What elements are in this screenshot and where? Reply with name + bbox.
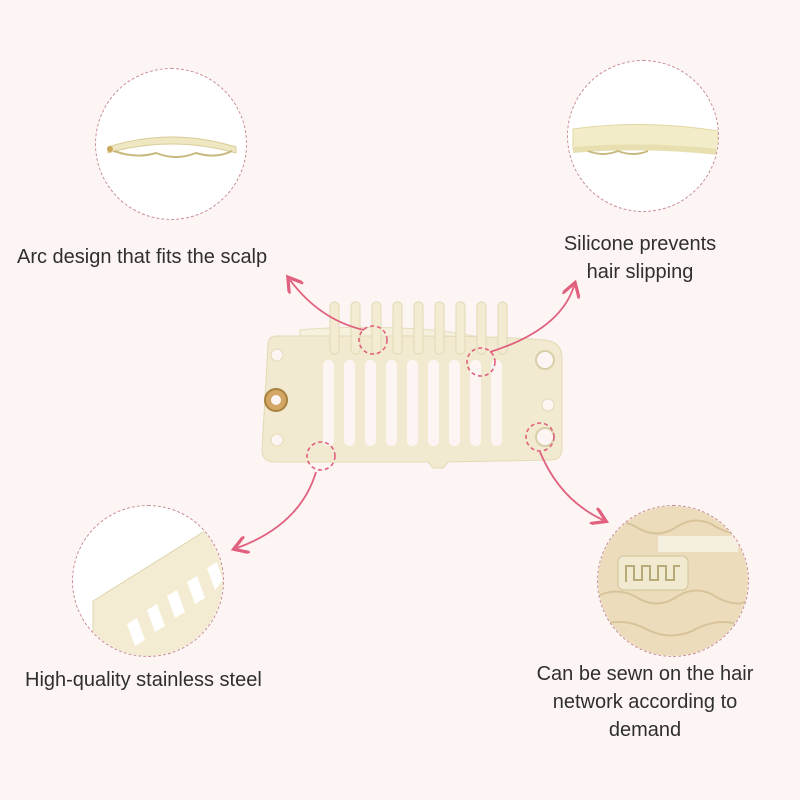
sewn-caption-line-3: demand: [608, 719, 682, 741]
silicone-caption: Silicone prevents hair slipping: [520, 230, 760, 286]
steel-detail-circle: [72, 505, 224, 657]
arrow-to-sewn: [539, 451, 603, 520]
silicone-strip-detail-icon: [572, 123, 718, 155]
silicone-detail-circle: [567, 60, 719, 212]
sewn-clip-detail-icon: [598, 506, 748, 656]
sewn-caption: Can be sewn on the hair network accordin…: [500, 660, 790, 744]
silicone-caption-line-2: hair slipping: [586, 261, 694, 283]
sewn-caption-line-1: Can be sewn on the hair: [536, 663, 754, 685]
arc-detail-circle: [95, 68, 247, 220]
steel-teeth-detail-icon: [92, 525, 223, 656]
arc-clip-detail-icon: [107, 136, 237, 158]
arrow-to-steel: [237, 471, 317, 548]
silicone-caption-line-1: Silicone prevents: [563, 233, 717, 255]
steel-caption: High-quality stainless steel: [25, 669, 262, 691]
arc-caption: Arc design that fits the scalp: [17, 246, 268, 268]
arrow-to-silicone: [489, 286, 574, 353]
sewn-detail-circle: [597, 505, 749, 657]
sewn-caption-line-2: network according to: [552, 691, 738, 713]
arrow-to-arc: [290, 280, 365, 331]
